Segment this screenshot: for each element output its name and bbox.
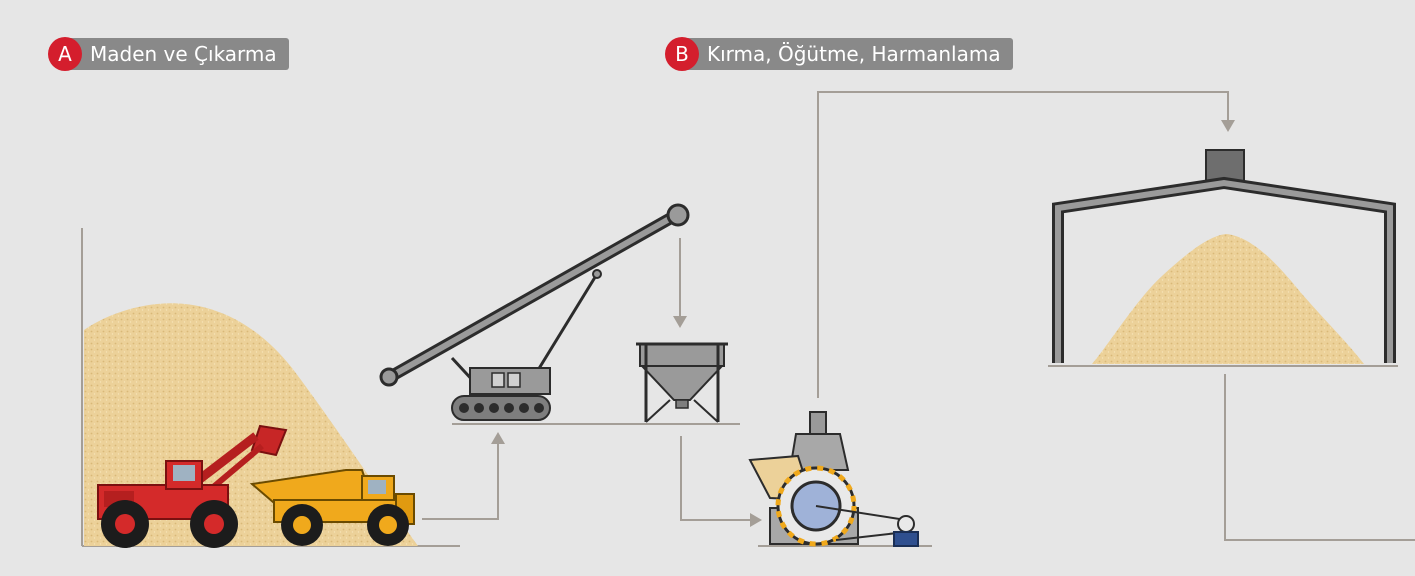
stage-label-quarry: A Maden ve Çıkarma (48, 37, 289, 71)
hopper-icon (636, 342, 728, 423)
flow-arrow-to-conveyor (422, 432, 505, 520)
flow-line-to-next-stage (1224, 374, 1415, 541)
dump-truck-icon (249, 469, 415, 546)
crusher-icon (748, 411, 932, 547)
stage-title-crushing: Kırma, Öğütme, Harmanlama (685, 38, 1013, 70)
stage-title-quarry: Maden ve Çıkarma (68, 38, 289, 70)
stage-badge-b: B (665, 37, 699, 71)
flow-arrow-to-storage (817, 91, 1235, 398)
wheel-loader-icon (97, 424, 288, 548)
storage-hall-icon (1048, 149, 1398, 367)
flow-arrow-to-crusher (680, 436, 762, 527)
stage-label-crushing: B Kırma, Öğütme, Harmanlama (665, 37, 1013, 71)
flow-arrow-to-hopper (673, 238, 687, 328)
stage-badge-a: A (48, 37, 82, 71)
conveyor-icon (379, 203, 690, 421)
